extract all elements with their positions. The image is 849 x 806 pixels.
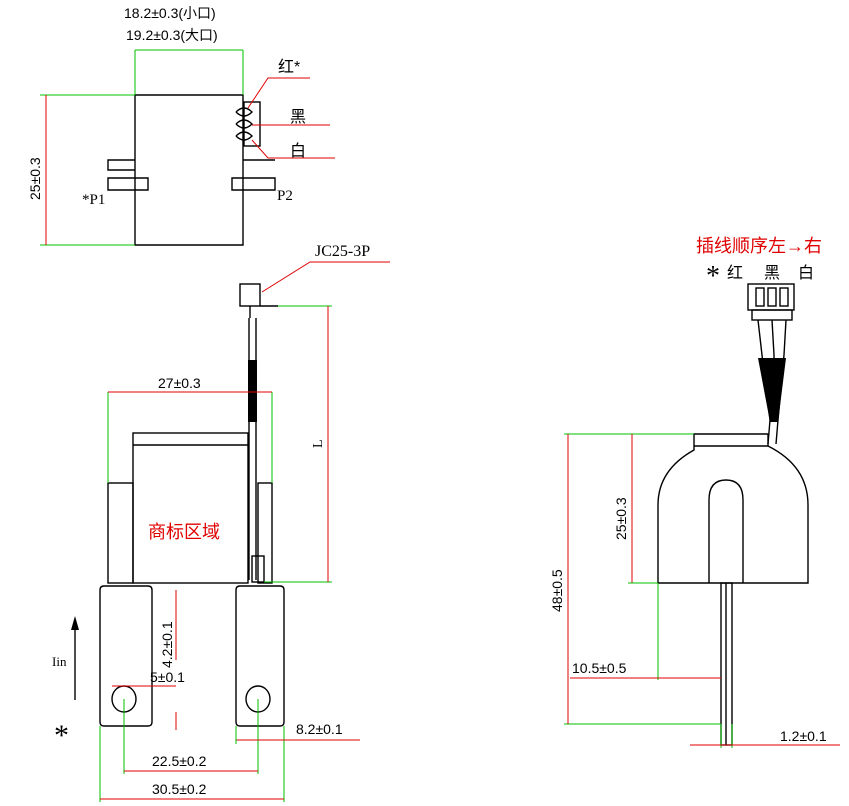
label-wire-black: 黑: [290, 109, 306, 126]
label-p2: P2: [277, 188, 293, 204]
dim-length-L: L: [311, 439, 326, 448]
side-view: 插线顺序左→右 * 红 黑 白 48±0.5 25±0.3 10.5±0.5 1…: [549, 236, 840, 748]
dim-large-opening: 19.2±0.3(大口): [126, 27, 218, 43]
dim-pin-drop: 4.2±0.1: [159, 621, 175, 668]
cable-clip: [251, 555, 265, 583]
side-connector-slot-2: [767, 287, 777, 307]
label-star-front: *: [54, 719, 69, 752]
label-wire-red: 红*: [278, 58, 300, 76]
top-view: 18.2±0.3(小口) 19.2±0.3(大口) 25±0.3 *P1 P2 …: [27, 5, 335, 246]
top-view-body: [134, 94, 244, 246]
left-flange: [107, 482, 134, 584]
side-wire-end-2: [775, 419, 779, 445]
side-cable-sleeve: [758, 358, 786, 422]
connector-body: [239, 283, 261, 307]
dim-side-thickness: 1.2±0.1: [780, 728, 827, 744]
dim-top-height: 25±0.3: [27, 157, 43, 200]
label-p1: *P1: [82, 192, 105, 208]
dim-side-offset: 10.5±0.5: [572, 660, 627, 676]
label-current: Iin: [52, 654, 67, 669]
label-connector: JC25-3P: [315, 243, 370, 260]
leader-red-wire: [247, 77, 310, 109]
side-connector-slot-1: [755, 287, 765, 307]
side-body: [657, 433, 809, 584]
pin-right: [235, 585, 285, 727]
insert-order-label: 插线顺序左→右: [696, 236, 822, 256]
dim-overall-width: 30.5±0.2: [152, 781, 207, 797]
side-window: [708, 479, 744, 583]
leader-connector: [261, 261, 390, 293]
dim-pin-width: 8.2±0.1: [296, 721, 343, 737]
cable-sleeve: [248, 360, 257, 422]
side-label-white: 白: [798, 264, 814, 282]
pin-left: [99, 585, 153, 727]
p1-terminal: [107, 159, 149, 191]
leader-white-wire: [251, 139, 335, 159]
dim-side-body: 25±0.3: [613, 497, 629, 540]
logo-area-label: 商标区域: [148, 522, 220, 542]
front-body: [132, 432, 249, 584]
dim-side-total: 48±0.5: [549, 569, 565, 612]
p2-terminal: [231, 159, 276, 191]
dim-small-opening: 18.2±0.3(小口): [124, 5, 216, 21]
dim-front-width: 27±0.3: [158, 375, 201, 391]
side-label-black: 黑: [764, 265, 780, 282]
label-wire-white: 白: [290, 142, 306, 160]
right-flange: [257, 482, 273, 584]
dim-pin-pitch: 22.5±0.2: [152, 753, 207, 769]
front-view: JC25-3P 27±0.3 L 商标区域 4.2±0.1 5±0.1 22.5…: [52, 243, 390, 802]
side-label-red: 红: [727, 264, 743, 282]
current-arrow-head: [71, 616, 79, 630]
side-connector-base: [751, 309, 793, 321]
coil-winding: [235, 107, 253, 141]
dim-hole: 5±0.1: [150, 669, 185, 685]
label-star-side: *: [706, 261, 720, 292]
side-connector-slot-3: [779, 287, 789, 307]
